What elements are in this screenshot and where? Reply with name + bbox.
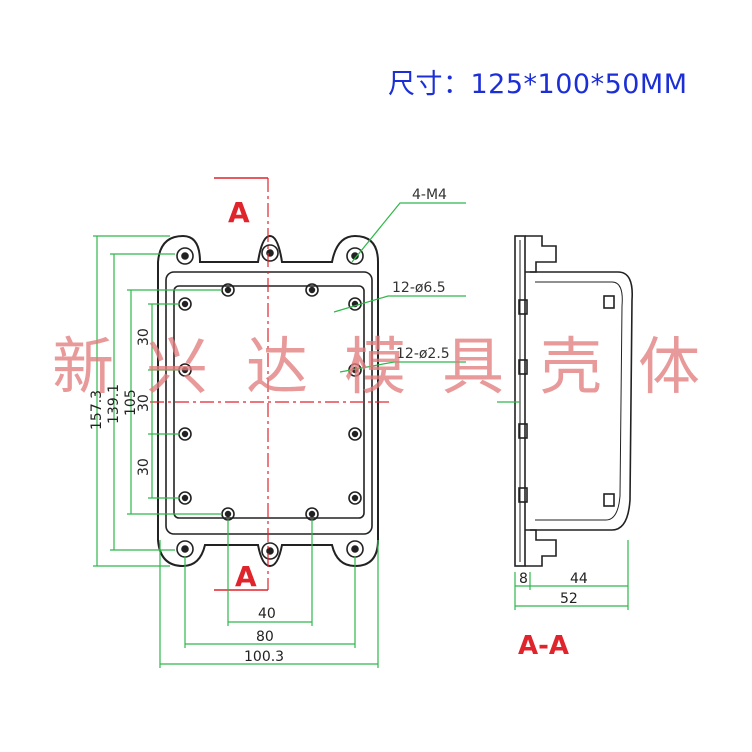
watermark-char: 体 — [638, 330, 701, 403]
callout-mount-holes: 12-ø6.5 — [392, 280, 446, 296]
horizontal-dimension-lines — [159, 520, 379, 668]
section-view-label: A-A — [518, 631, 569, 661]
corner-screw-holes — [176, 244, 364, 560]
callout-leaders — [333, 202, 466, 373]
center-lines — [150, 178, 390, 590]
dim-30-middle: 30 — [136, 394, 152, 412]
vertical-dimension-lines — [93, 235, 222, 567]
section-mark-top: A — [228, 196, 250, 229]
dim-40: 40 — [258, 606, 276, 622]
dim-100-3: 100.3 — [244, 649, 284, 665]
callout-small-holes: 12-ø2.5 — [396, 346, 450, 362]
dim-44: 44 — [570, 571, 588, 587]
watermark-char: 模 — [344, 330, 407, 403]
dim-105: 105 — [123, 389, 139, 416]
watermark-char: 具 — [442, 330, 505, 403]
dimensions-title: 尺寸：125*100*50MM — [388, 69, 688, 100]
section-view — [514, 235, 634, 567]
section-mark-bottom: A — [235, 560, 257, 593]
dim-157-3: 157.3 — [89, 390, 105, 430]
dim-30-bottom: 30 — [136, 458, 152, 476]
watermark-char: 壳 — [540, 330, 603, 403]
section-arrows — [214, 177, 268, 591]
watermark-char: 新 — [52, 330, 115, 403]
dim-80: 80 — [256, 629, 274, 645]
watermark-char: 达 — [246, 330, 309, 403]
lid-mount-holes — [178, 283, 362, 521]
dim-8: 8 — [519, 571, 528, 587]
dim-139-1: 139.1 — [106, 384, 122, 424]
callout-screw-holes: 4-M4 — [412, 187, 447, 203]
dim-52: 52 — [560, 591, 578, 607]
section-dimension-lines — [497, 401, 629, 610]
enclosure-outline — [157, 234, 379, 568]
watermark-char: 兴 — [146, 330, 209, 403]
dim-30-top: 30 — [136, 328, 152, 346]
